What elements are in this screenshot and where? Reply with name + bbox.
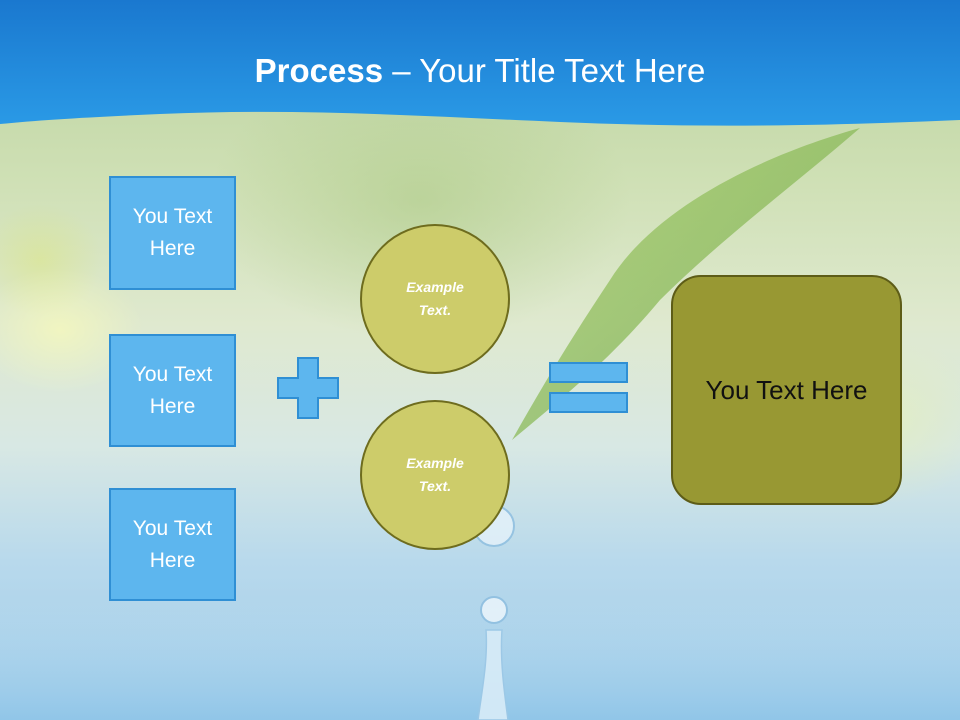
plus-icon — [277, 357, 339, 419]
result-box-label: You Text Here — [705, 374, 868, 405]
water-surface — [0, 600, 960, 720]
title-rest: – Your Title Text Here — [383, 52, 706, 89]
text-box-3[interactable]: You Text Here — [109, 488, 236, 601]
text-box-2[interactable]: You Text Here — [109, 334, 236, 447]
header-band — [0, 0, 960, 126]
text-box-3-label: You Text Here — [132, 516, 213, 572]
equals-icon — [549, 362, 628, 413]
example-circle-2[interactable]: Example Text. — [360, 400, 510, 550]
example-circle-1[interactable]: Example Text. — [360, 224, 510, 374]
title-bold: Process — [254, 52, 384, 89]
example-circle-2-label: Example Text. — [406, 455, 464, 494]
result-box[interactable]: You Text Here — [671, 275, 902, 505]
water-drop-2 — [480, 596, 508, 624]
text-box-2-label: You Text Here — [132, 362, 213, 418]
water-splash — [477, 629, 509, 720]
page-title: Process – Your Title Text Here — [0, 52, 960, 90]
example-circle-1-label: Example Text. — [406, 279, 464, 318]
text-box-1[interactable]: You Text Here — [109, 176, 236, 290]
text-box-1-label: You Text Here — [132, 205, 213, 260]
